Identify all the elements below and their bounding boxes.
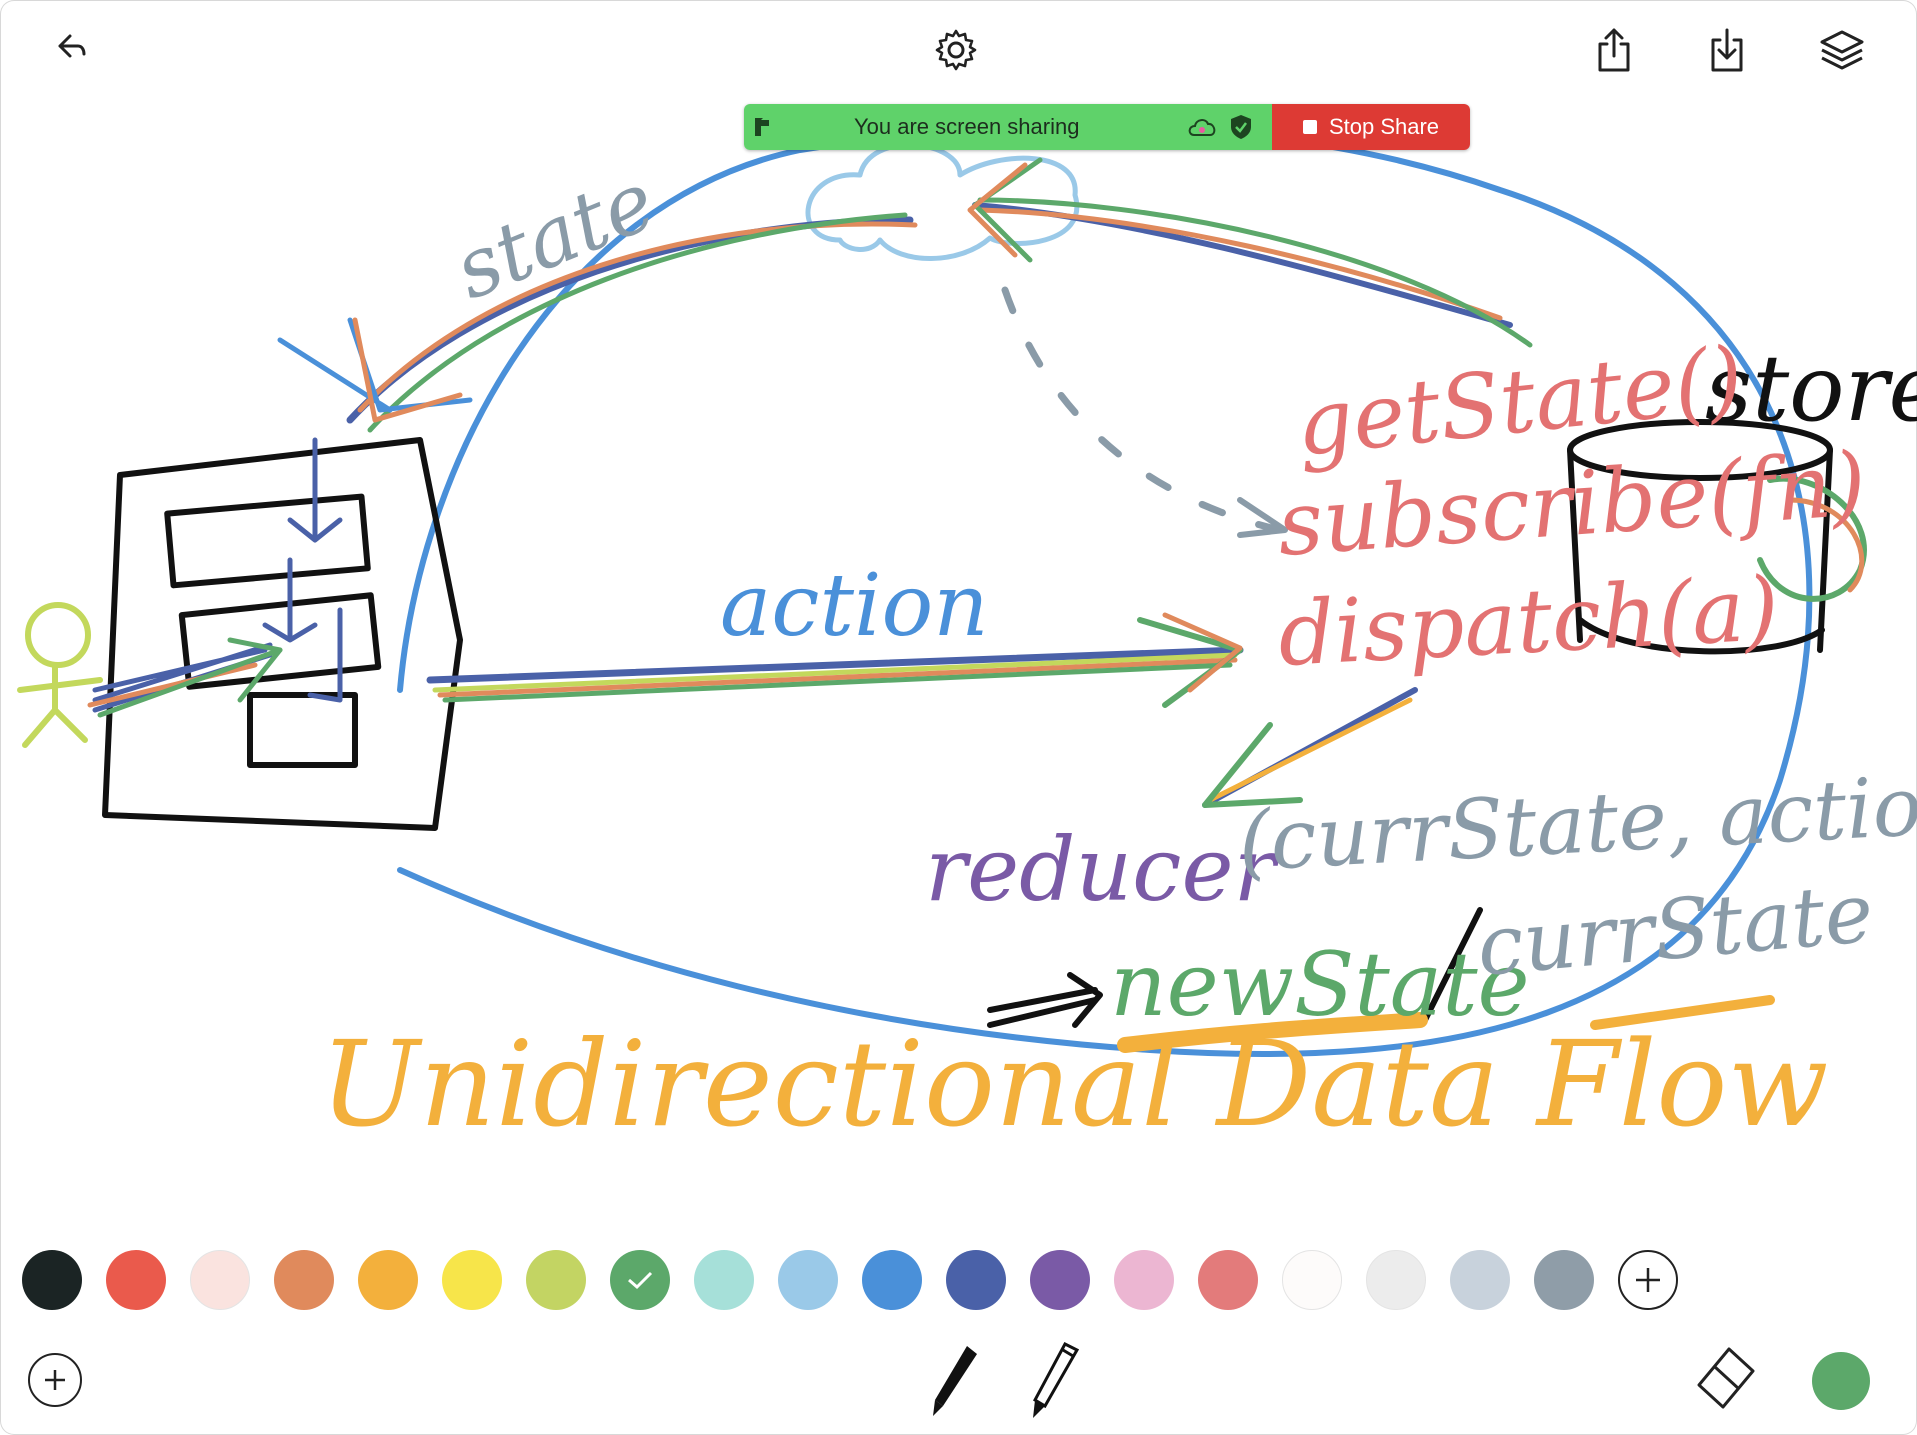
color-swatch[interactable] (526, 1250, 586, 1310)
currstate-label: currState (1473, 866, 1876, 995)
pen-tool[interactable] (925, 1340, 985, 1425)
add-color-button[interactable] (1618, 1250, 1678, 1310)
color-palette (22, 1250, 1678, 1312)
user-figure (17, 602, 103, 748)
action-label: action (720, 556, 989, 656)
current-color-indicator[interactable] (1812, 1352, 1870, 1410)
checkmark-icon (628, 1271, 653, 1290)
color-swatch[interactable] (1114, 1250, 1174, 1310)
cloud-stroke (805, 142, 1080, 261)
title-label: Unidirectional Data Flow (320, 1015, 1828, 1153)
screen-share-bar: You are screen sharing Stop Share (744, 104, 1470, 150)
color-swatch[interactable] (1366, 1250, 1426, 1310)
layers-icon (1820, 30, 1864, 70)
shield-check-icon[interactable] (1228, 113, 1254, 141)
pencil-icon (1033, 1342, 1080, 1418)
color-swatch[interactable] (778, 1250, 838, 1310)
cloud-icon[interactable] (1186, 113, 1218, 141)
action-arrow (426, 646, 1244, 684)
state-label: state (442, 154, 668, 319)
pencil-tool[interactable] (1025, 1340, 1085, 1425)
export-button[interactable] (1582, 18, 1646, 82)
plus-circle-icon (1636, 1268, 1660, 1292)
color-swatch[interactable] (190, 1250, 250, 1310)
color-swatch[interactable] (862, 1250, 922, 1310)
color-swatch[interactable] (1534, 1250, 1594, 1310)
newstate-label: newState (1110, 933, 1530, 1036)
color-swatch[interactable] (106, 1250, 166, 1310)
dispatch-label: dispatch(a) (1276, 557, 1782, 686)
undo-button[interactable] (38, 18, 102, 82)
color-swatch[interactable] (22, 1250, 82, 1310)
reducer-label: reducer (925, 818, 1281, 921)
stop-share-button[interactable]: Stop Share (1272, 104, 1470, 150)
view-box-stroke (102, 437, 463, 831)
subscribe-dashed-arrow (1001, 286, 1284, 534)
eraser-tool[interactable] (1695, 1345, 1757, 1420)
color-swatch[interactable] (1450, 1250, 1510, 1310)
share-arrow-icon (744, 104, 784, 150)
color-swatch[interactable] (610, 1250, 670, 1310)
undo-arrow-icon (58, 34, 86, 58)
gear-icon (935, 29, 977, 71)
share-status-area[interactable]: You are screen sharing (744, 104, 1272, 150)
color-swatch[interactable] (946, 1250, 1006, 1310)
store-cylinder (1567, 419, 1833, 655)
store-label: store (1705, 335, 1917, 442)
add-page-button[interactable] (28, 1353, 82, 1407)
color-swatch[interactable] (1198, 1250, 1258, 1310)
stop-square-icon (1302, 120, 1317, 134)
eraser-icon (1697, 1347, 1755, 1409)
download-icon (1711, 28, 1743, 72)
color-swatch[interactable] (1030, 1250, 1090, 1310)
drawing-canvas[interactable]: state store getState() subscribe(fn) dis… (0, 0, 1917, 1230)
pen-icon (933, 1346, 977, 1416)
share-status-text: You are screen sharing (854, 114, 1080, 139)
color-swatch[interactable] (694, 1250, 754, 1310)
color-swatch[interactable] (358, 1250, 418, 1310)
download-button[interactable] (1695, 18, 1759, 82)
color-swatch[interactable] (1282, 1250, 1342, 1310)
plus-circle-icon (45, 1370, 65, 1390)
layers-button[interactable] (1810, 18, 1874, 82)
share-upload-icon (1598, 28, 1630, 72)
settings-button[interactable] (924, 18, 988, 82)
color-swatch[interactable] (274, 1250, 334, 1310)
getstate-arrow (972, 202, 1513, 328)
color-swatch[interactable] (442, 1250, 502, 1310)
blue-loop-stroke (397, 123, 1813, 1057)
stop-share-label: Stop Share (1328, 114, 1440, 139)
